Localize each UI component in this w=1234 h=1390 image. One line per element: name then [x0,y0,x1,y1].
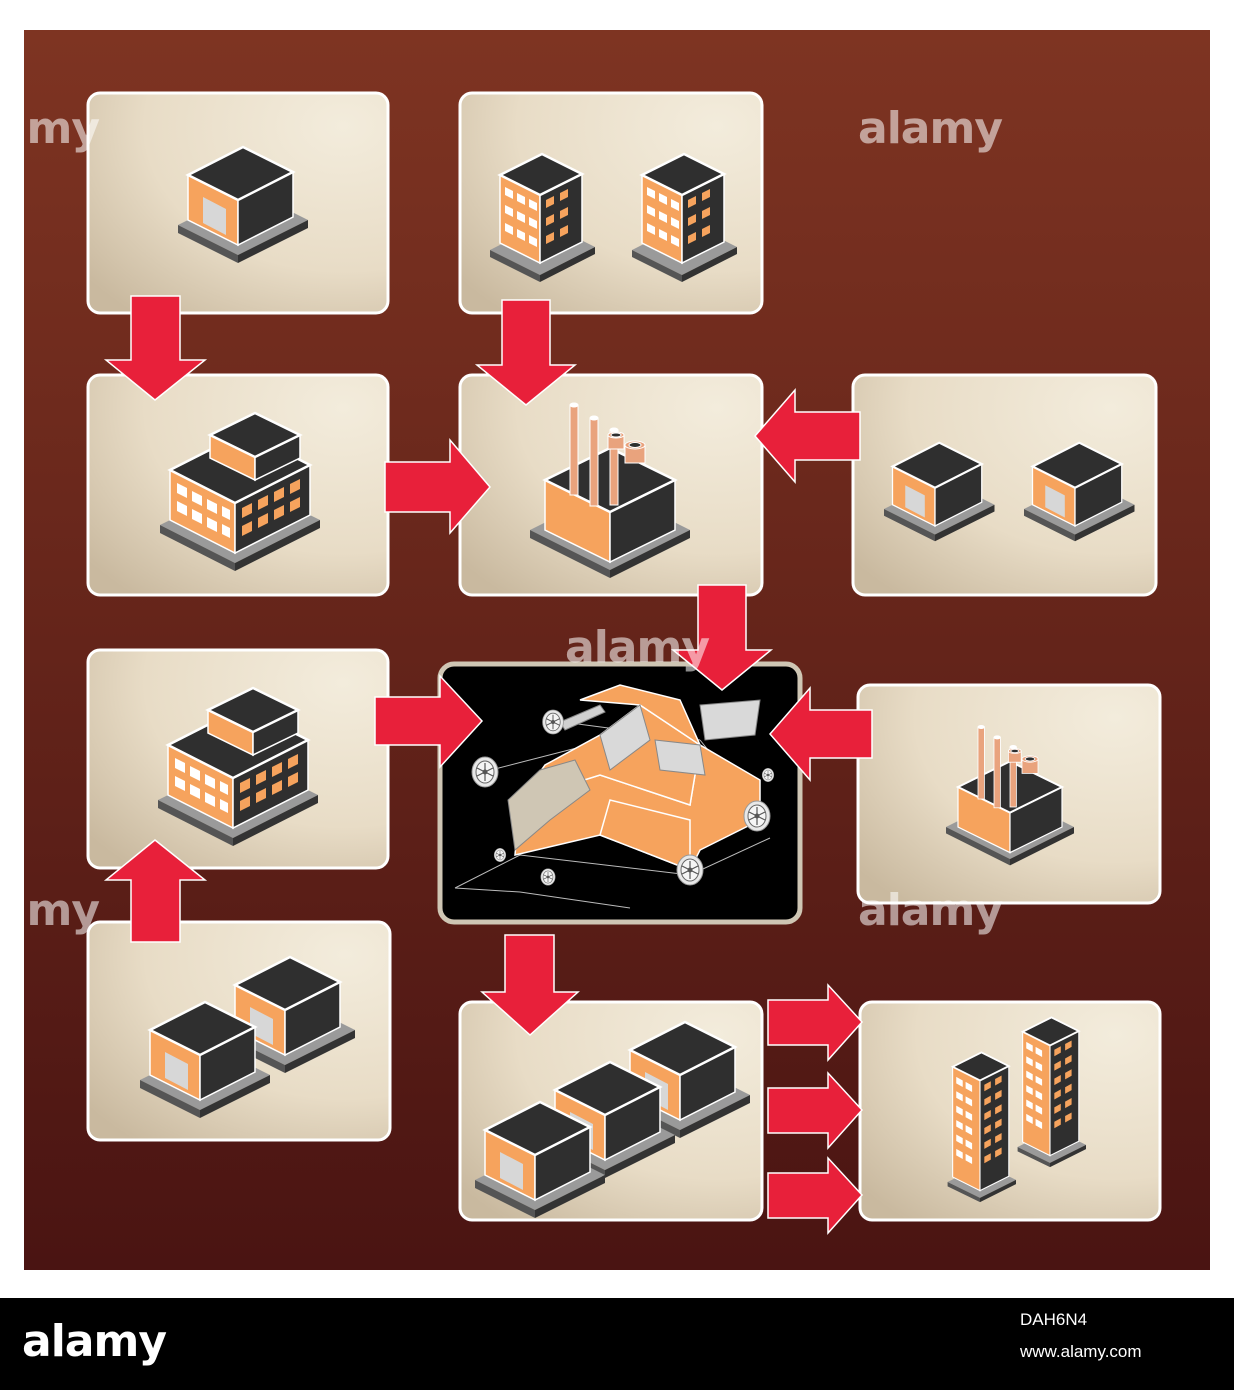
panel-twin-offices [458,91,764,315]
arrow-down [103,295,208,401]
footer-url: www.alamy.com [1020,1342,1142,1361]
arrow-down [480,934,580,1037]
footer-image-id: DAH6N4 [1020,1310,1088,1329]
panel-office-block-b [86,648,390,870]
panel-tower-blocks [858,1000,1162,1222]
arrow-down [474,299,578,406]
footer-logo: alamy [22,1316,167,1367]
arrow-right [767,1156,864,1235]
panel-twin-workshops [851,373,1158,597]
arrow-left [769,685,873,783]
arrow-up [103,839,208,943]
flow-diagram [24,30,1210,1270]
arrow-right [374,674,484,769]
footer-bar [0,1298,1234,1390]
arrow-down [670,584,774,691]
watermark: alamy [0,103,100,154]
watermark: alamy [565,622,710,673]
watermark: alamy [0,885,100,936]
panel-factory-main [458,373,764,597]
arrow-left [754,387,861,485]
arrow-right [384,437,491,536]
car-assembly-icon [454,684,775,909]
watermark: alamy [858,103,1003,154]
panel-warehouse-row [458,1000,764,1222]
watermark: alamy [858,885,1003,936]
arrow-right [767,1071,864,1150]
panel-car-assembly [437,661,803,925]
panel-factory-small [856,683,1162,905]
arrow-right [767,983,864,1062]
panel-garage-pair [86,920,392,1142]
panel-workshop [86,91,390,315]
panel-office-block-a [86,373,390,597]
